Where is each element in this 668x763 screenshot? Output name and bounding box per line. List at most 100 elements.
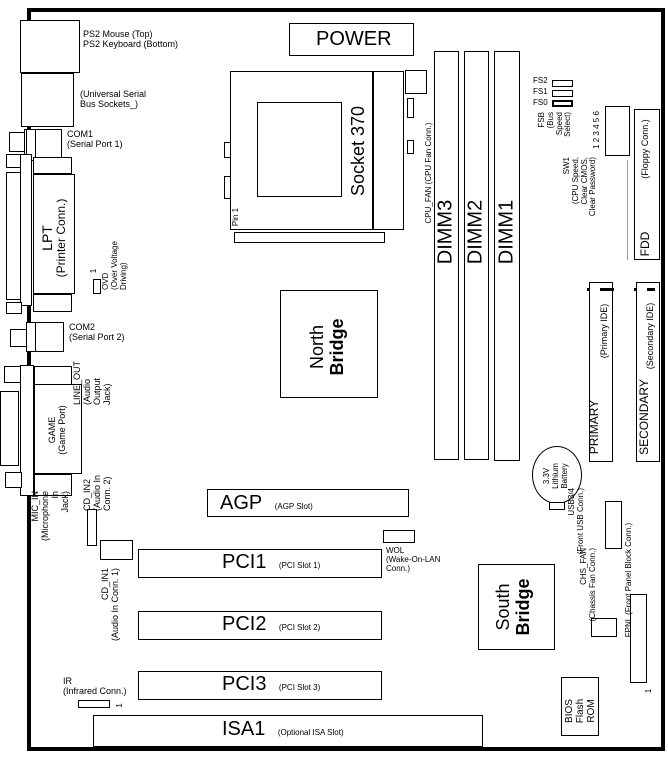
- socket-tab-a: [224, 142, 231, 158]
- isa1-slot: [93, 715, 483, 747]
- pci3-slot: [138, 671, 382, 700]
- com2-tab: [10, 329, 27, 347]
- ps2-label: PS2 Mouse (Top) PS2 Keyboard (Bottom): [83, 29, 179, 49]
- lpt-frame: [20, 154, 32, 306]
- cdin2-connector[interactable]: [87, 509, 97, 546]
- fs0-label: FS0: [533, 98, 548, 107]
- fs1-label: FS1: [533, 87, 548, 96]
- ps2-connector: [20, 20, 80, 73]
- secondary-ide-label: SECONDARY: [637, 379, 651, 455]
- dimm1-label: DIMM1: [495, 199, 518, 265]
- dimm1-slot: [494, 51, 520, 461]
- pci3-label: PCI3 (PCI Slot 3): [222, 673, 321, 695]
- micin-label: MIC_IN (Microphone In Jack): [30, 491, 70, 542]
- dimm3-slot: [434, 51, 459, 460]
- fpnl-label: FPNL (Front Panel Block Conn.): [624, 522, 633, 638]
- micin-jack: [34, 474, 72, 496]
- secondary-ide-connector: [636, 282, 660, 462]
- lpt-connector: [33, 174, 75, 294]
- cpu-fan-box: [405, 70, 427, 94]
- ovd-label: OVD (Over Voltage Driving): [101, 241, 128, 290]
- socket-label: Socket 370: [348, 105, 368, 197]
- bios-label: BIOS Flash ROM: [564, 698, 597, 724]
- lpt-cap-bottom: [33, 294, 72, 312]
- dimm3-label: DIMM3: [434, 199, 457, 265]
- cpu-fan-pin-b: [407, 140, 414, 154]
- sw1-label: SW1 (CPU Speed, Clear CMOS, Clear Passwo…: [562, 157, 598, 217]
- ovd-jumper[interactable]: [93, 279, 101, 294]
- ir-label: IR (Infrared Conn.): [63, 676, 127, 696]
- north-bridge: [280, 290, 378, 398]
- bios-flash-rom: [561, 677, 599, 736]
- lpt-label: LPT (Printer Conn.): [39, 198, 69, 278]
- dimm2-slot: [464, 51, 489, 460]
- wol-label: WOL (Wake-On-LAN Conn.): [386, 546, 441, 573]
- com2-label: COM2 (Serial Port 2): [69, 322, 125, 342]
- usb34-connector[interactable]: [605, 501, 622, 549]
- fs2-jumper[interactable]: [552, 80, 573, 87]
- ir-connector[interactable]: [78, 700, 110, 708]
- primary-ide-label: PRIMARY: [587, 399, 601, 455]
- cpu-fan-pin-a: [407, 98, 414, 118]
- lineout-tab: [4, 366, 21, 383]
- primary-ide-sub-label: (Primary IDE): [599, 303, 609, 359]
- primary-ide-connector: [589, 282, 613, 462]
- com2-connector: [35, 322, 64, 352]
- sw1-dip-switch[interactable]: [605, 106, 630, 156]
- game-label: GAME (Game Port): [47, 405, 67, 455]
- cdin2-label: CD_IN2 (Audio In Conn. 2): [82, 474, 112, 511]
- fs0-jumper[interactable]: [552, 100, 573, 107]
- fdd-label: FDD: [638, 231, 652, 257]
- secondary-ide-pin-marker: [634, 288, 637, 291]
- fpnl-pin-label: 1: [644, 688, 653, 694]
- pci2-label: PCI2 (PCI Slot 2): [222, 613, 321, 635]
- agp-slot: [207, 489, 409, 517]
- fdd-connector: [634, 109, 660, 260]
- wol-connector[interactable]: [383, 530, 415, 543]
- cdin1-connector[interactable]: [100, 540, 133, 560]
- pci1-slot: [138, 549, 382, 578]
- fdd-sub-label: (Floppy Conn.): [640, 119, 650, 179]
- primary-ide-pin-marker: [587, 288, 590, 291]
- south-bridge: [478, 564, 555, 650]
- game-connector: [34, 384, 82, 474]
- secondary-ide-key: [647, 288, 655, 291]
- fs2-label: FS2: [533, 76, 548, 85]
- isa1-label: ISA1 (Optional ISA Slot): [222, 718, 344, 740]
- micin-tab: [5, 472, 22, 488]
- secondary-ide-sub-label: (Secondary IDE): [645, 302, 655, 370]
- power-label: POWER: [316, 28, 392, 50]
- agp-label: AGP (AGP Slot): [220, 492, 313, 514]
- pci1-label: PCI1 (PCI Slot 1): [222, 551, 321, 573]
- cpu-die: [257, 102, 342, 197]
- audio-frame: [20, 365, 34, 496]
- south-bridge-label: South Bridge: [493, 578, 533, 636]
- pci2-slot: [138, 611, 382, 640]
- dimm2-label: DIMM2: [464, 199, 487, 265]
- chs-fan-connector[interactable]: [591, 618, 617, 637]
- primary-ide-key: [600, 288, 614, 291]
- battery-clip: [549, 502, 565, 510]
- lpt-cap: [33, 157, 72, 174]
- usb-label: (Universal Serial Bus Sockets_): [80, 89, 147, 109]
- cpu-socket-lever: [372, 71, 404, 230]
- fsb-label: FSB (Bus Speed Select): [537, 112, 573, 137]
- ir-pin-label: 1: [114, 703, 124, 708]
- cdin1-label: CD_IN1 (Audio In Conn. 1): [100, 568, 120, 642]
- chs-fan-label: CHS_FAN (Chassis Fan Conn.): [579, 548, 597, 622]
- usb-connector: [21, 73, 74, 127]
- pin1-label: Pin 1: [231, 207, 240, 227]
- ovd-pin-label: 1: [89, 268, 98, 274]
- sw1-divider: [627, 160, 628, 260]
- com2-tab-a: [6, 302, 22, 314]
- socket-tab-b: [224, 176, 231, 199]
- socket-base: [234, 232, 385, 243]
- fpnl-connector[interactable]: [630, 594, 647, 683]
- game-side: [0, 391, 19, 466]
- north-bridge-label: North Bridge: [307, 318, 347, 376]
- sw1-numbers: 1 2 3 4 5 6: [592, 111, 601, 149]
- lineout-label: LINE_OUT (Audio Output Jack): [72, 360, 112, 405]
- power-connector: [289, 23, 414, 56]
- com1-label: COM1 (Serial Port 1): [67, 129, 123, 149]
- fs1-jumper[interactable]: [552, 90, 573, 97]
